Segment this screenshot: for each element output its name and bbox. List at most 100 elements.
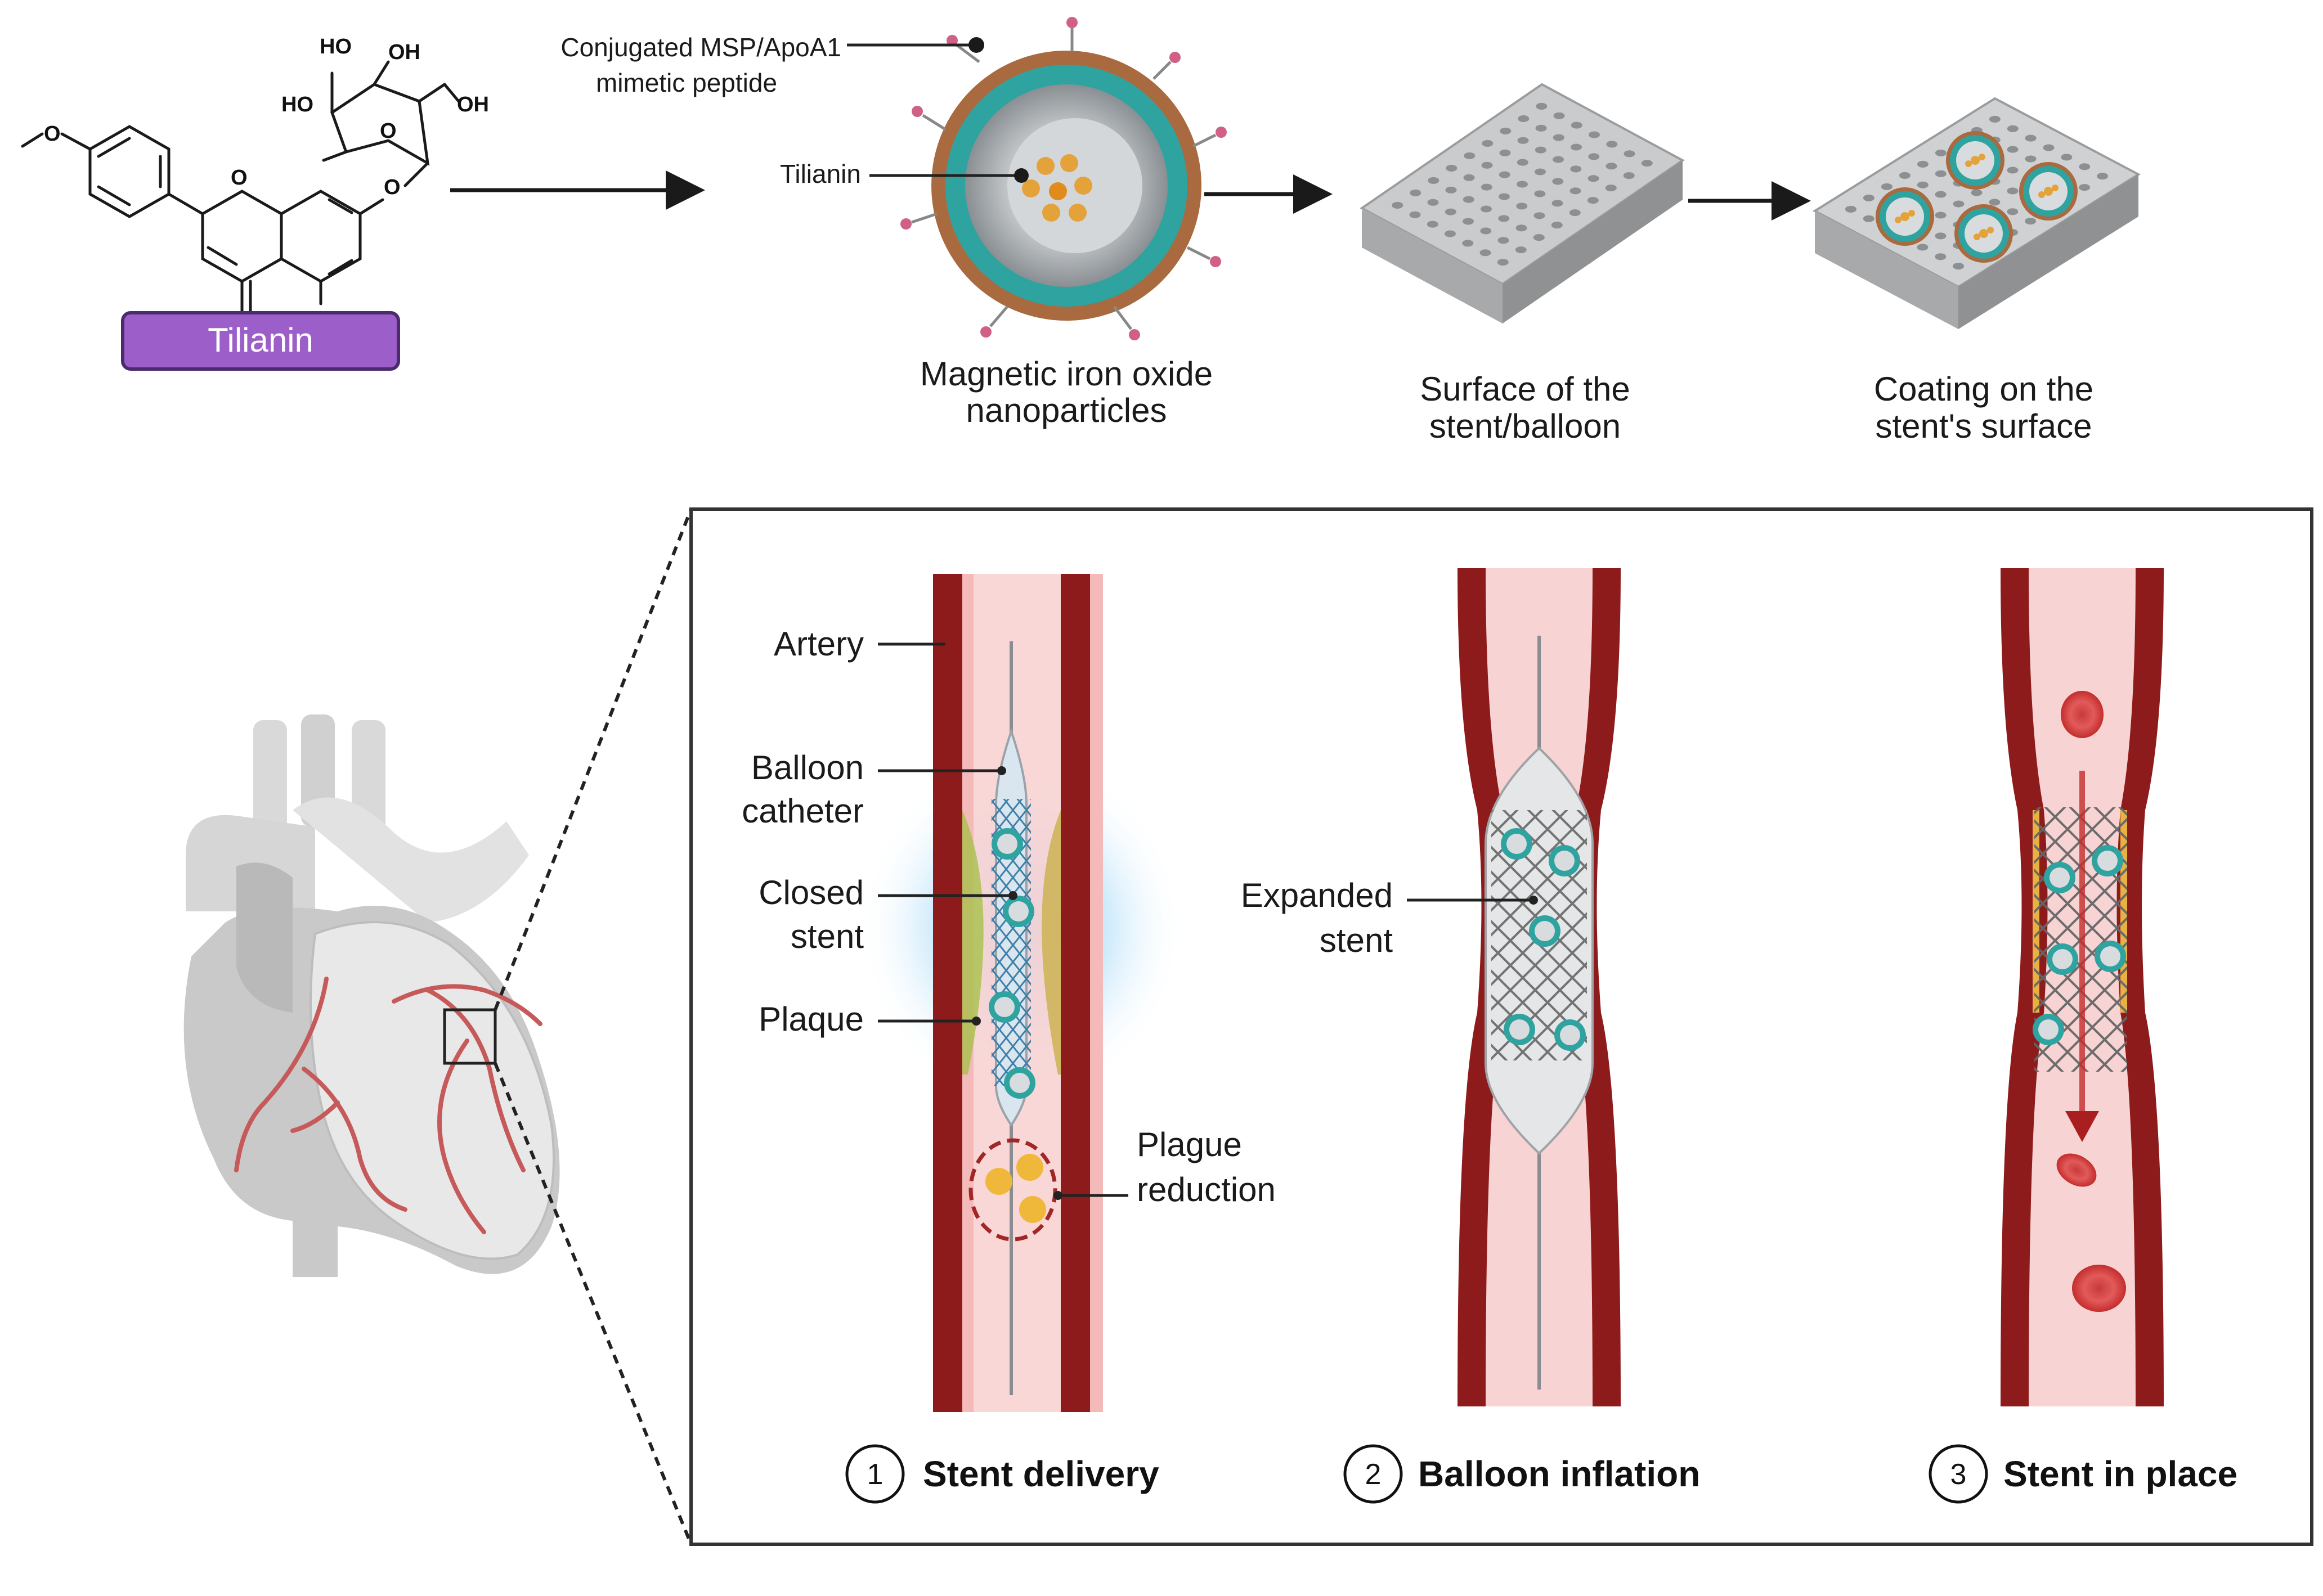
step-2-badge (1343, 1444, 1403, 1504)
surface-hole (1499, 149, 1511, 156)
step-2-number: 2 (1365, 1458, 1382, 1491)
surface-hole (1935, 191, 1947, 198)
surface-hole (1953, 263, 1965, 270)
step-1-number: 1 (867, 1458, 884, 1491)
tilianin-badge: Tilianin (121, 311, 400, 371)
surface-hole (1535, 146, 1546, 154)
surface-hole (1989, 199, 2001, 206)
surface-hole (2079, 184, 2091, 191)
surface-hole (1446, 164, 1458, 172)
coated-surface-block (1812, 97, 2141, 329)
atom-o-ring: O (380, 119, 397, 143)
surface-hole (1863, 194, 1874, 201)
stent-nanoparticles-in-place (2033, 845, 2126, 1045)
surface-hole (1953, 200, 1965, 208)
surface-hole (1935, 253, 1947, 260)
balloon-catheter-label-line1: Balloon (751, 749, 864, 786)
stent-surface-block (1360, 83, 1685, 323)
surface-hole (1551, 222, 1563, 229)
surface-caption-line2: stent/balloon (1429, 407, 1621, 445)
surface-hole (2007, 208, 2019, 215)
surface-hole (1409, 211, 1421, 218)
surface-hole (1935, 149, 1947, 156)
surface-hole (1553, 112, 1565, 119)
surface-hole (1587, 175, 1599, 182)
artery-label: Artery (774, 625, 864, 663)
surface-hole (2043, 144, 2055, 151)
coating-caption-line1: Coating on the (1874, 370, 2093, 408)
surface-hole (1463, 196, 1474, 203)
closed-stent-label-line1: Closed (759, 874, 864, 911)
surface-hole (1445, 230, 1456, 237)
surface-hole (1534, 190, 1546, 197)
atom-o-methoxy: O (44, 122, 61, 146)
surface-hole (1497, 259, 1509, 266)
atom-o-glycoside: O (384, 176, 401, 199)
step-1-badge (845, 1444, 905, 1504)
peptide-label-line2: mimetic peptide (596, 68, 777, 97)
closed-stent-label-line2: stent (791, 918, 864, 955)
surface-hole (1569, 209, 1581, 217)
surface-hole (1481, 205, 1492, 213)
surface-hole (1571, 143, 1582, 151)
stent-nanoparticles-inflation (1501, 828, 1586, 1051)
surface-hole (1935, 170, 1947, 177)
step-3: 3 Stent in place (1929, 1444, 2237, 1504)
heart-illustration (183, 714, 560, 1277)
surface-hole (1569, 187, 1581, 195)
surface-hole (1517, 159, 1528, 166)
surface-hole (1410, 189, 1421, 196)
surface-hole (1463, 218, 1474, 225)
surface-hole (2079, 163, 2091, 170)
surface-hole (2061, 154, 2073, 161)
balloon-catheter-label-line2: catheter (742, 792, 864, 830)
nanoparticle-caption-line2: nanoparticles (966, 392, 1167, 429)
surface-hole (1917, 160, 1929, 168)
surface-hole (1517, 137, 1529, 144)
surface-hole (1845, 205, 1856, 213)
surface-hole (1498, 215, 1510, 222)
surface-hole (1427, 199, 1439, 206)
surface-hole (1535, 124, 1547, 132)
surface-hole (1989, 115, 2001, 123)
surface-hole (1606, 163, 1617, 170)
surface-hole (1552, 178, 1564, 185)
surface-hole (1481, 161, 1493, 169)
expanded-stent-label-line2: stent (1320, 921, 1393, 959)
surface-hole (2007, 146, 2019, 153)
surface-hole (1479, 249, 1491, 257)
surface-hole (2007, 187, 2019, 195)
step-3-badge (1929, 1444, 1988, 1504)
plague-reduction-label-line1: Plague (1137, 1126, 1242, 1163)
labels-stent-delivery (878, 642, 1128, 1200)
plaque-label: Plaque (759, 1000, 864, 1038)
artery-stent-delivery (858, 574, 1185, 1412)
surface-hole (1587, 197, 1599, 204)
surface-hole (1570, 165, 1582, 173)
surface-hole (1445, 208, 1456, 215)
plague-reduction-label-line2: reduction (1137, 1171, 1276, 1208)
zoom-line-bottom (494, 1062, 693, 1545)
atom-ho-top: HO (320, 35, 352, 59)
surface-hole (2025, 155, 2037, 163)
surface-hole (1463, 174, 1475, 181)
stent-nanoparticles-delivery (989, 828, 1035, 1099)
atom-oh-top: OH (388, 41, 420, 64)
surface-hole (1571, 122, 1582, 129)
surface-caption-line1: Surface of the (1420, 370, 1630, 408)
surface-hole (1551, 200, 1563, 207)
zoom-box (443, 1008, 497, 1065)
red-blood-cells (2056, 691, 2126, 1312)
surface-hole (1515, 224, 1527, 232)
surface-hole (1899, 172, 1911, 179)
surface-hole (2007, 167, 2019, 174)
surface-hole (1533, 212, 1545, 219)
surface-hole (1516, 203, 1528, 210)
surface-hole (1482, 140, 1494, 147)
atom-o-pyrone: O (231, 166, 248, 190)
peptide-ligands (900, 17, 1227, 340)
surface-hole (1588, 153, 1600, 160)
surface-hole (1917, 244, 1929, 251)
step-2-label: Balloon inflation (1418, 1454, 1700, 1494)
